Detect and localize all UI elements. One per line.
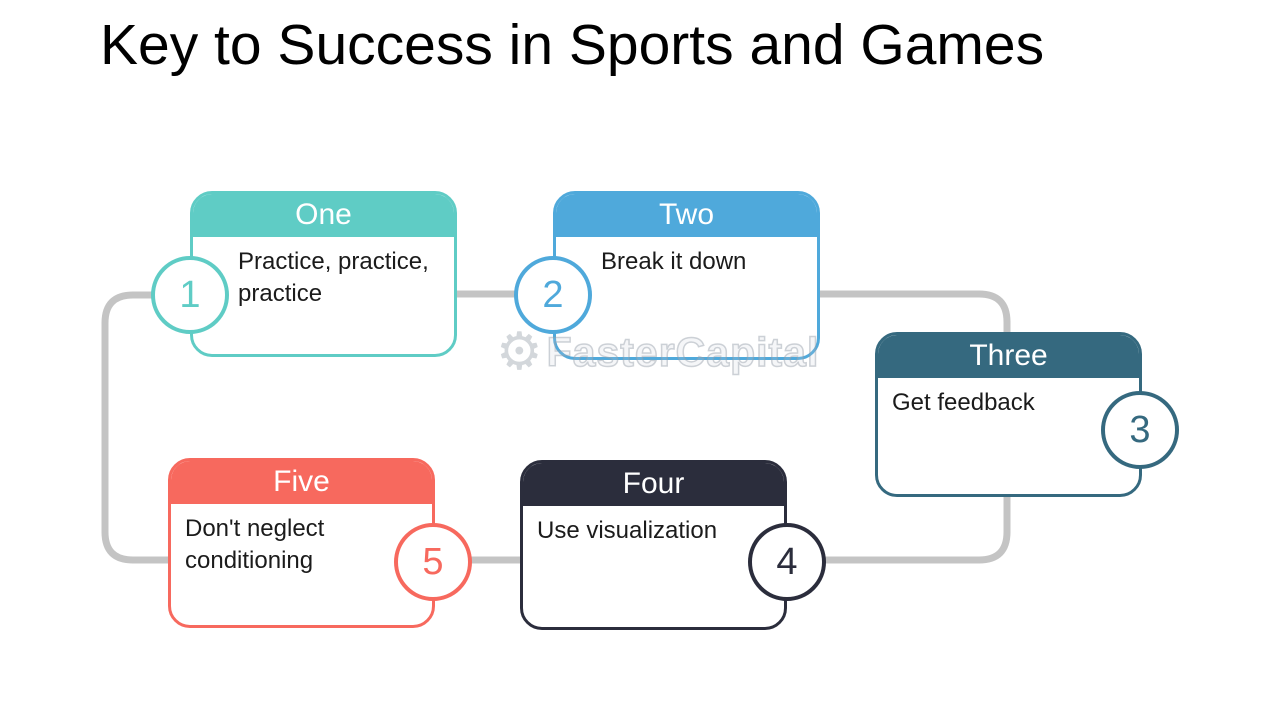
step-card-four-text: Use visualization: [537, 517, 718, 544]
step-card-five-text: Don't neglect conditioning: [185, 515, 325, 574]
step-card-one-text: Practice, practice, practice: [238, 248, 429, 307]
step-one-number: 1: [179, 273, 201, 316]
step-card-two: Two Break it down: [553, 191, 820, 360]
connector-three-to-four: [824, 495, 1011, 564]
step-two-number: 2: [542, 273, 564, 316]
step-four-number: 4: [776, 540, 798, 583]
step-card-one: One Practice, practice, practice: [190, 191, 457, 357]
connector-two-to-three: [818, 290, 1011, 334]
step-card-three: Three Get feedback: [875, 332, 1142, 497]
step-card-four-header: Four: [523, 463, 784, 506]
step-card-two-text: Break it down: [601, 248, 747, 275]
step-five-number: 5: [422, 540, 444, 583]
step-card-one-header: One: [193, 194, 454, 237]
step-four-number-badge: 4: [748, 523, 826, 601]
step-card-five: Five Don't neglect conditioning: [168, 458, 435, 628]
step-card-three-header: Three: [878, 335, 1139, 378]
connector-one-to-five: [101, 291, 169, 564]
step-two-number-badge: 2: [514, 256, 592, 334]
step-one-number-badge: 1: [151, 256, 229, 334]
step-card-five-header: Five: [171, 461, 432, 504]
step-card-three-text: Get feedback: [892, 389, 1035, 416]
step-card-four: Four Use visualization: [520, 460, 787, 630]
step-three-number: 3: [1129, 408, 1151, 451]
step-five-number-badge: 5: [394, 523, 472, 601]
page-title: Key to Success in Sports and Games: [100, 13, 1045, 77]
step-card-two-header: Two: [556, 194, 817, 237]
step-three-number-badge: 3: [1101, 391, 1179, 469]
